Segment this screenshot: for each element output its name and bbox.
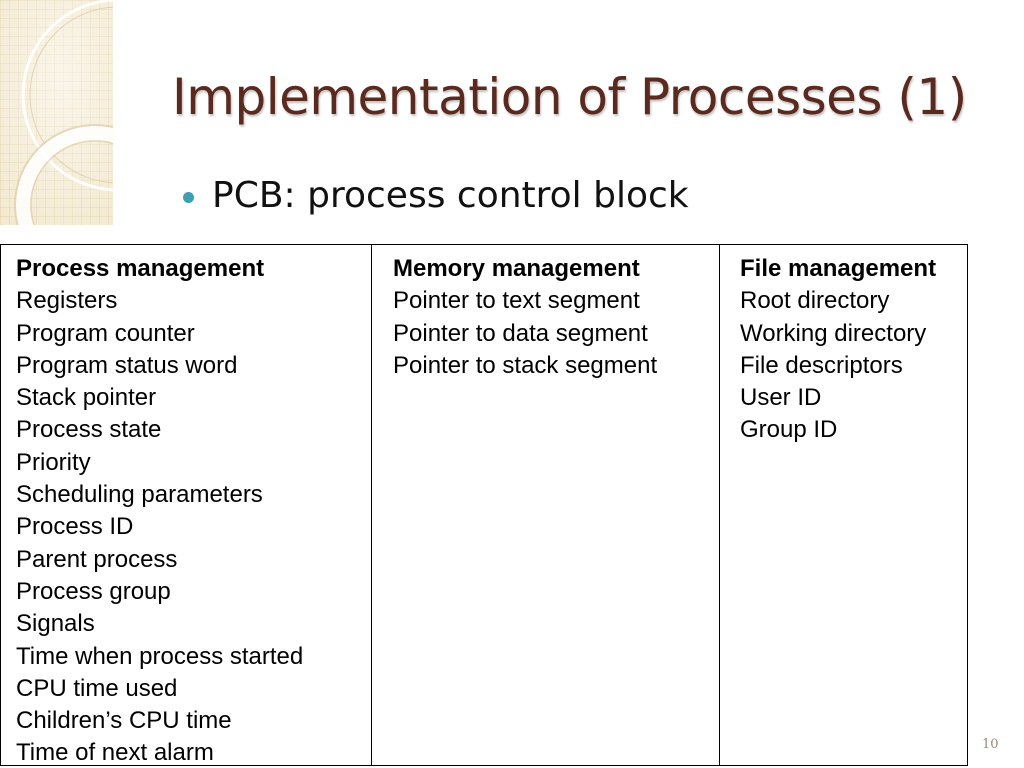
pcb-field: User ID xyxy=(740,384,822,412)
pcb-field: Working directory xyxy=(740,319,927,347)
memory-management-column: Memory management Pointer to text segmen… xyxy=(371,245,719,765)
bullet-item: PCB: process control block xyxy=(183,172,689,220)
pcb-field: Process state xyxy=(16,416,162,444)
pcb-field: Group ID xyxy=(740,416,838,444)
pcb-field: CPU time used xyxy=(16,674,178,702)
slide-title: Implementation of Processes (1) xyxy=(172,68,967,126)
bullet-text: PCB: process control block xyxy=(212,175,689,216)
pcb-field: Priority xyxy=(16,448,91,476)
pcb-field: Signals xyxy=(16,610,95,638)
column-header: Process management xyxy=(16,255,265,282)
page-number: 10 xyxy=(982,737,999,752)
pcb-field: Pointer to text segment xyxy=(393,287,640,315)
column-header: File management xyxy=(740,255,937,282)
pcb-field: Registers xyxy=(16,287,118,315)
pcb-field: Program status word xyxy=(16,351,238,379)
corner-decoration-icon xyxy=(0,0,113,225)
pcb-field: Root directory xyxy=(740,287,890,315)
pcb-field: Process group xyxy=(16,577,171,605)
pcb-field: File descriptors xyxy=(740,351,903,379)
pcb-field: Time of next alarm xyxy=(16,739,214,765)
pcb-field: Stack pointer xyxy=(16,384,157,412)
pcb-field: Children’s CPU time xyxy=(16,707,232,735)
pcb-field: Pointer to stack segment xyxy=(393,351,658,379)
column-header: Memory management xyxy=(393,255,640,282)
pcb-field: Time when process started xyxy=(16,642,304,670)
pcb-field: Pointer to data segment xyxy=(393,319,648,347)
pcb-field: Parent process xyxy=(16,545,178,573)
pcb-field: Program counter xyxy=(16,319,195,347)
bullet-dot-icon xyxy=(183,191,194,203)
pcb-field: Scheduling parameters xyxy=(16,481,263,509)
pcb-field: Process ID xyxy=(16,513,134,541)
